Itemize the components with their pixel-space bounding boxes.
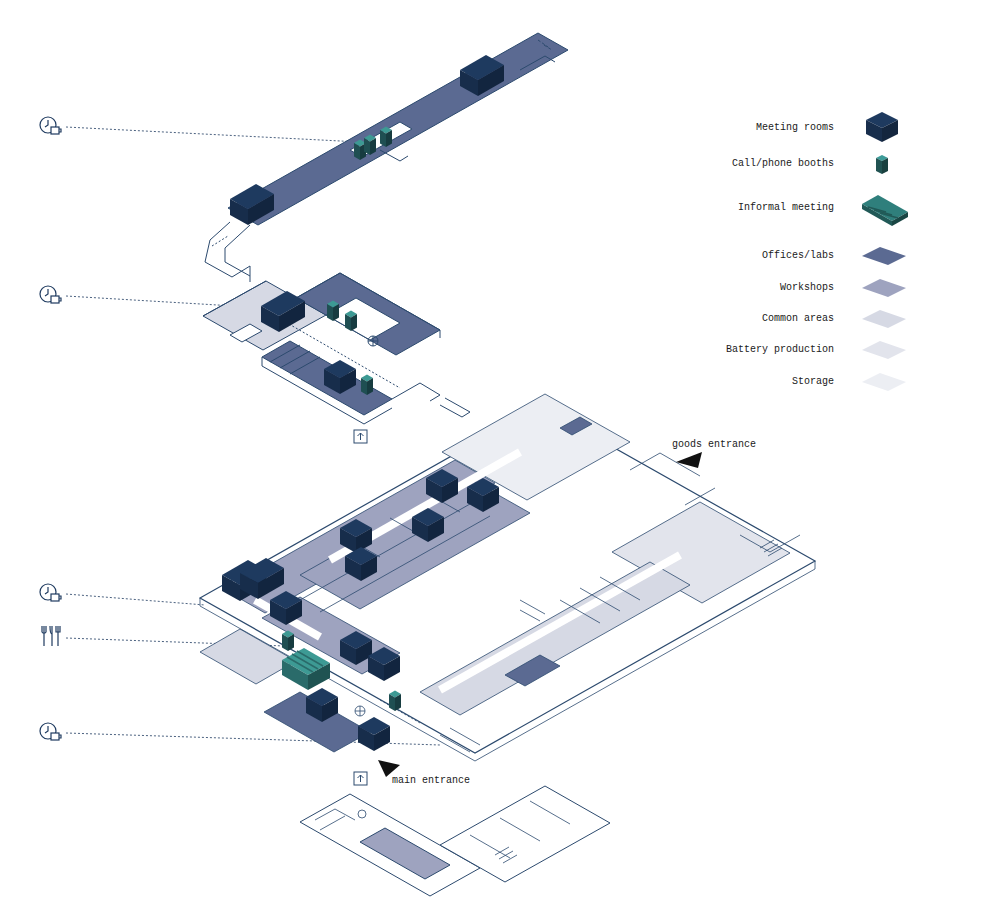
entrance-label: main entrance <box>392 775 470 787</box>
legend-label: Informal meeting <box>738 202 834 214</box>
legend-label: Workshops <box>780 282 834 294</box>
legend-label: Storage <box>792 376 834 388</box>
legend-swatch <box>856 188 912 228</box>
legend-swatch <box>856 108 912 148</box>
legend-label: Call/phone booths <box>732 158 834 170</box>
legend-swatch <box>856 144 912 184</box>
legend-label: Common areas <box>762 313 834 325</box>
legend-label: Meeting rooms <box>756 122 834 134</box>
legend-swatch <box>856 362 912 402</box>
legend-swatch <box>856 330 912 370</box>
legend-label: Battery production <box>726 344 834 356</box>
legend-label: Offices/labs <box>762 250 834 262</box>
legend-swatch <box>856 236 912 276</box>
entrance-label: goods entrance <box>672 439 756 451</box>
legend-swatch <box>856 268 912 308</box>
legend-swatch <box>856 299 912 339</box>
